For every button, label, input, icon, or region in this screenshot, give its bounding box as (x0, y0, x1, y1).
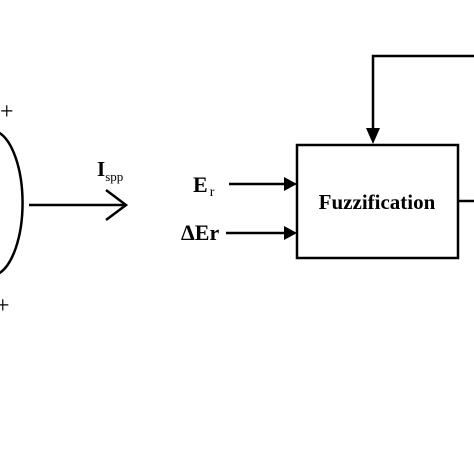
output-signal-main: I (97, 157, 105, 181)
feedback-arrowhead (366, 128, 380, 144)
input-delta-er-arrowhead (284, 226, 297, 240)
input-er-main: E (193, 172, 208, 197)
output-signal-subscript: spp (105, 169, 123, 184)
fuzzification-block (295, 143, 460, 260)
output-arrowhead (105, 189, 129, 221)
fuzzification-label: Fuzzification (319, 190, 436, 214)
sum-sign-top: + (0, 99, 14, 125)
input-er-subscript: r (210, 185, 215, 200)
feedback-path (371, 54, 474, 132)
input-er-arrowhead (284, 177, 297, 191)
summing-junction (0, 131, 24, 275)
sum-sign-bottom: + (0, 293, 10, 319)
input-delta-er-label: ΔEr (181, 220, 219, 245)
output-signal-label: Ispp (97, 157, 123, 184)
